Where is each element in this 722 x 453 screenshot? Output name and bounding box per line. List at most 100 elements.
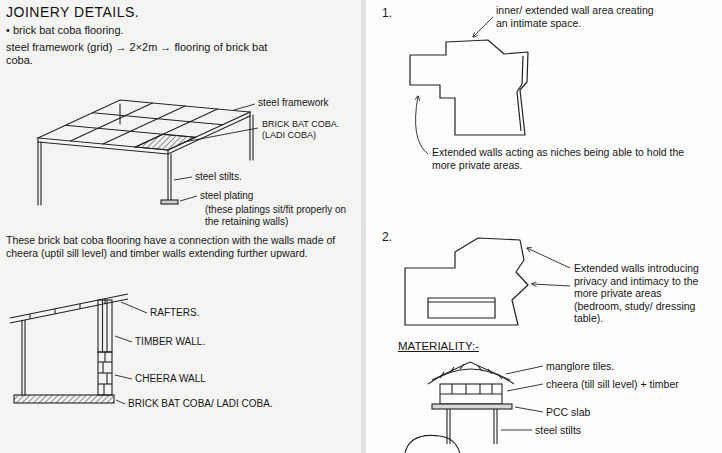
wall-section xyxy=(106,300,107,352)
wall-section xyxy=(106,373,107,384)
arrow-callout xyxy=(527,248,570,286)
leader-line xyxy=(116,400,125,404)
plan-sketch-one xyxy=(410,40,528,135)
callout-number: 2. xyxy=(382,230,406,244)
steel-grid-platform xyxy=(167,150,168,154)
wall-section xyxy=(10,299,128,323)
hut-section xyxy=(493,409,494,444)
steel-grid-platform xyxy=(119,104,120,124)
leader-line xyxy=(506,366,543,374)
plan-sketch-two xyxy=(405,238,528,325)
hut-section xyxy=(440,393,502,394)
hut-section xyxy=(440,384,502,404)
steel-grid-platform xyxy=(38,100,253,205)
wall-section xyxy=(54,309,55,314)
bullet-note: • brick bat coba flooring. xyxy=(6,24,266,37)
steel-grid-platform xyxy=(37,138,38,142)
hut-section xyxy=(498,374,502,379)
steel-grid-platform xyxy=(136,134,196,150)
leader-line xyxy=(234,104,255,110)
wall-section xyxy=(98,300,112,352)
hut-section xyxy=(405,362,514,453)
wall-section xyxy=(29,314,30,319)
hut-section xyxy=(450,367,454,373)
hut-section xyxy=(440,372,444,378)
steel-grid-platform xyxy=(38,116,250,154)
part-label: steel framework xyxy=(258,97,358,109)
steel-grid-platform xyxy=(249,116,250,160)
note-text: steel framework (grid) → 2×2m → flooring… xyxy=(6,41,286,67)
steel-grid-platform xyxy=(167,154,168,200)
paper xyxy=(366,0,722,453)
hut-section xyxy=(488,369,492,374)
hut-section xyxy=(432,404,512,409)
part-label: PCC slab xyxy=(546,406,646,419)
note-paragraph: These brick bat coba flooring have a con… xyxy=(6,234,356,259)
plan-sketch-two xyxy=(405,238,528,325)
part-label: cheera (till sill level) + timber xyxy=(546,378,696,391)
hut-section xyxy=(451,384,452,394)
leader-line xyxy=(115,302,147,404)
leader-line xyxy=(184,128,258,142)
part-label: TIMBER WALL. xyxy=(135,336,235,348)
wall-section xyxy=(98,383,112,384)
wall-section xyxy=(102,362,103,373)
leader-line xyxy=(515,407,543,412)
note-text: Extended walls acting as niches being ab… xyxy=(432,146,702,171)
part-label: steel stilts xyxy=(535,424,635,437)
callout-number: 1. xyxy=(382,6,406,20)
arrow-callout xyxy=(416,17,493,154)
paper xyxy=(0,0,361,453)
wall-section xyxy=(10,294,128,403)
hut-section xyxy=(479,384,480,394)
wall-section xyxy=(24,320,25,396)
hut-section xyxy=(460,364,464,369)
leader-line xyxy=(174,104,258,201)
part-label: manglore tiles. xyxy=(546,360,696,373)
wall-section xyxy=(98,352,112,395)
steel-grid-platform xyxy=(249,112,250,116)
wall-section xyxy=(103,384,104,395)
part-label: steel plating xyxy=(200,190,320,202)
steel-grid-platform xyxy=(161,200,178,204)
leader-line xyxy=(501,430,532,431)
steel-grid-platform xyxy=(37,142,38,205)
wall-section xyxy=(21,320,22,396)
hut-section xyxy=(405,435,460,453)
part-label: steel stilts. xyxy=(195,171,295,183)
hut-section xyxy=(432,362,510,380)
steel-grid-platform xyxy=(170,154,171,200)
plan-sketch-two xyxy=(428,301,495,302)
plan-sketch-two xyxy=(428,298,495,318)
part-label: RAFTERS. xyxy=(150,307,230,319)
arrow-callout xyxy=(527,248,570,268)
part-label: BRICK BAT COBA. (LADI COBA) xyxy=(262,119,358,141)
leader-line xyxy=(115,336,132,342)
hut-section xyxy=(496,409,497,444)
hut-section xyxy=(465,384,466,394)
steel-grid-platform xyxy=(38,100,250,150)
arrow-callout xyxy=(473,17,493,37)
hut-section xyxy=(446,409,447,444)
wall-section xyxy=(79,304,80,309)
section-heading: MATERIALITY:- xyxy=(398,340,528,354)
steel-grid-platform xyxy=(93,113,223,125)
note-text: inner/ extended wall area creating an in… xyxy=(496,4,666,29)
note-text: (these platings sit/fit properly on the … xyxy=(205,204,357,228)
leader-line xyxy=(121,302,147,313)
steel-grid-platform xyxy=(40,142,41,205)
leader-line xyxy=(115,375,132,379)
hut-section xyxy=(478,366,482,371)
hut-section xyxy=(491,384,492,394)
leader-line xyxy=(180,196,197,201)
leader-line xyxy=(501,366,543,430)
arrow-callout xyxy=(416,96,428,154)
wall-section xyxy=(102,300,103,352)
plan-sketch-one xyxy=(410,40,528,135)
wall-section xyxy=(104,352,105,362)
plan-sketch-one xyxy=(517,56,523,131)
wall-section xyxy=(14,395,114,403)
steel-grid-platform xyxy=(252,115,253,160)
